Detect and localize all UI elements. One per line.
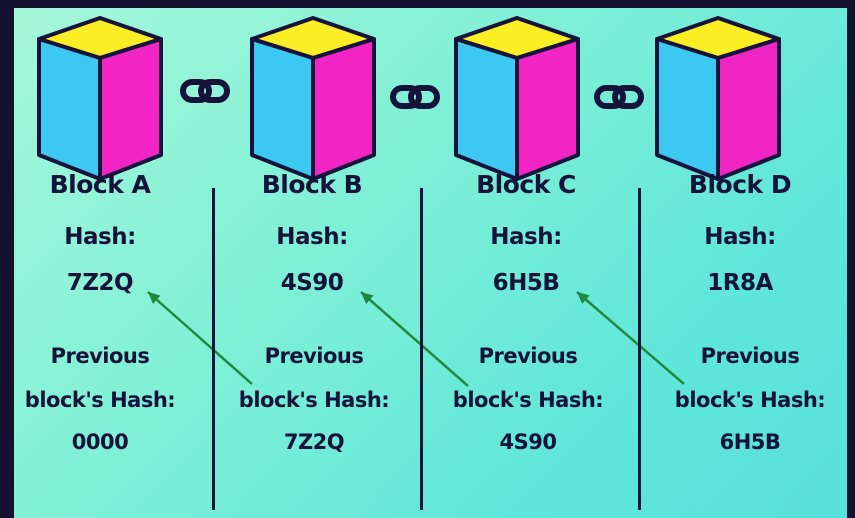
previous-hash-label: block's Hash: (238, 388, 390, 412)
block-title: Block A (49, 170, 151, 199)
hash-value: 4S90 (280, 270, 344, 296)
previous-hash-label: block's Hash: (452, 388, 604, 412)
chain-link-icon (390, 85, 440, 109)
block-title: Block B (261, 170, 363, 199)
previous-hash-value: 4S90 (499, 430, 557, 454)
chain-link-icon (180, 79, 230, 103)
hash-label: Hash: (704, 224, 776, 250)
hash-label: Hash: (64, 224, 136, 250)
hash-label: Hash: (276, 224, 348, 250)
previous-hash-label: block's Hash: (24, 388, 176, 412)
hash-label: Hash: (490, 224, 562, 250)
column-divider (420, 188, 423, 510)
hash-value: 1R8A (707, 270, 773, 296)
block-title: Block D (688, 170, 792, 199)
previous-hash-label: Previous (264, 344, 364, 368)
cube-icon (454, 16, 580, 181)
previous-hash-value: 6H5B (719, 430, 781, 454)
previous-hash-value: 7Z2Q (283, 430, 345, 454)
hash-value: 6H5B (492, 270, 560, 296)
cube-icon (37, 16, 163, 181)
column-divider (638, 188, 641, 510)
previous-hash-label: Previous (478, 344, 578, 368)
previous-hash-value: 0000 (71, 430, 129, 454)
previous-hash-label: Previous (50, 344, 150, 368)
cube-icon (250, 16, 376, 181)
previous-hash-label: Previous (700, 344, 800, 368)
hash-value: 7Z2Q (66, 270, 134, 296)
previous-hash-label: block's Hash: (674, 388, 826, 412)
chain-link-icon (594, 85, 644, 109)
reference-arrow (360, 291, 469, 387)
block-title: Block C (476, 170, 576, 199)
reference-arrow (576, 291, 685, 385)
reference-arrow (147, 291, 253, 385)
cube-icon (655, 16, 781, 181)
column-divider (212, 188, 215, 510)
